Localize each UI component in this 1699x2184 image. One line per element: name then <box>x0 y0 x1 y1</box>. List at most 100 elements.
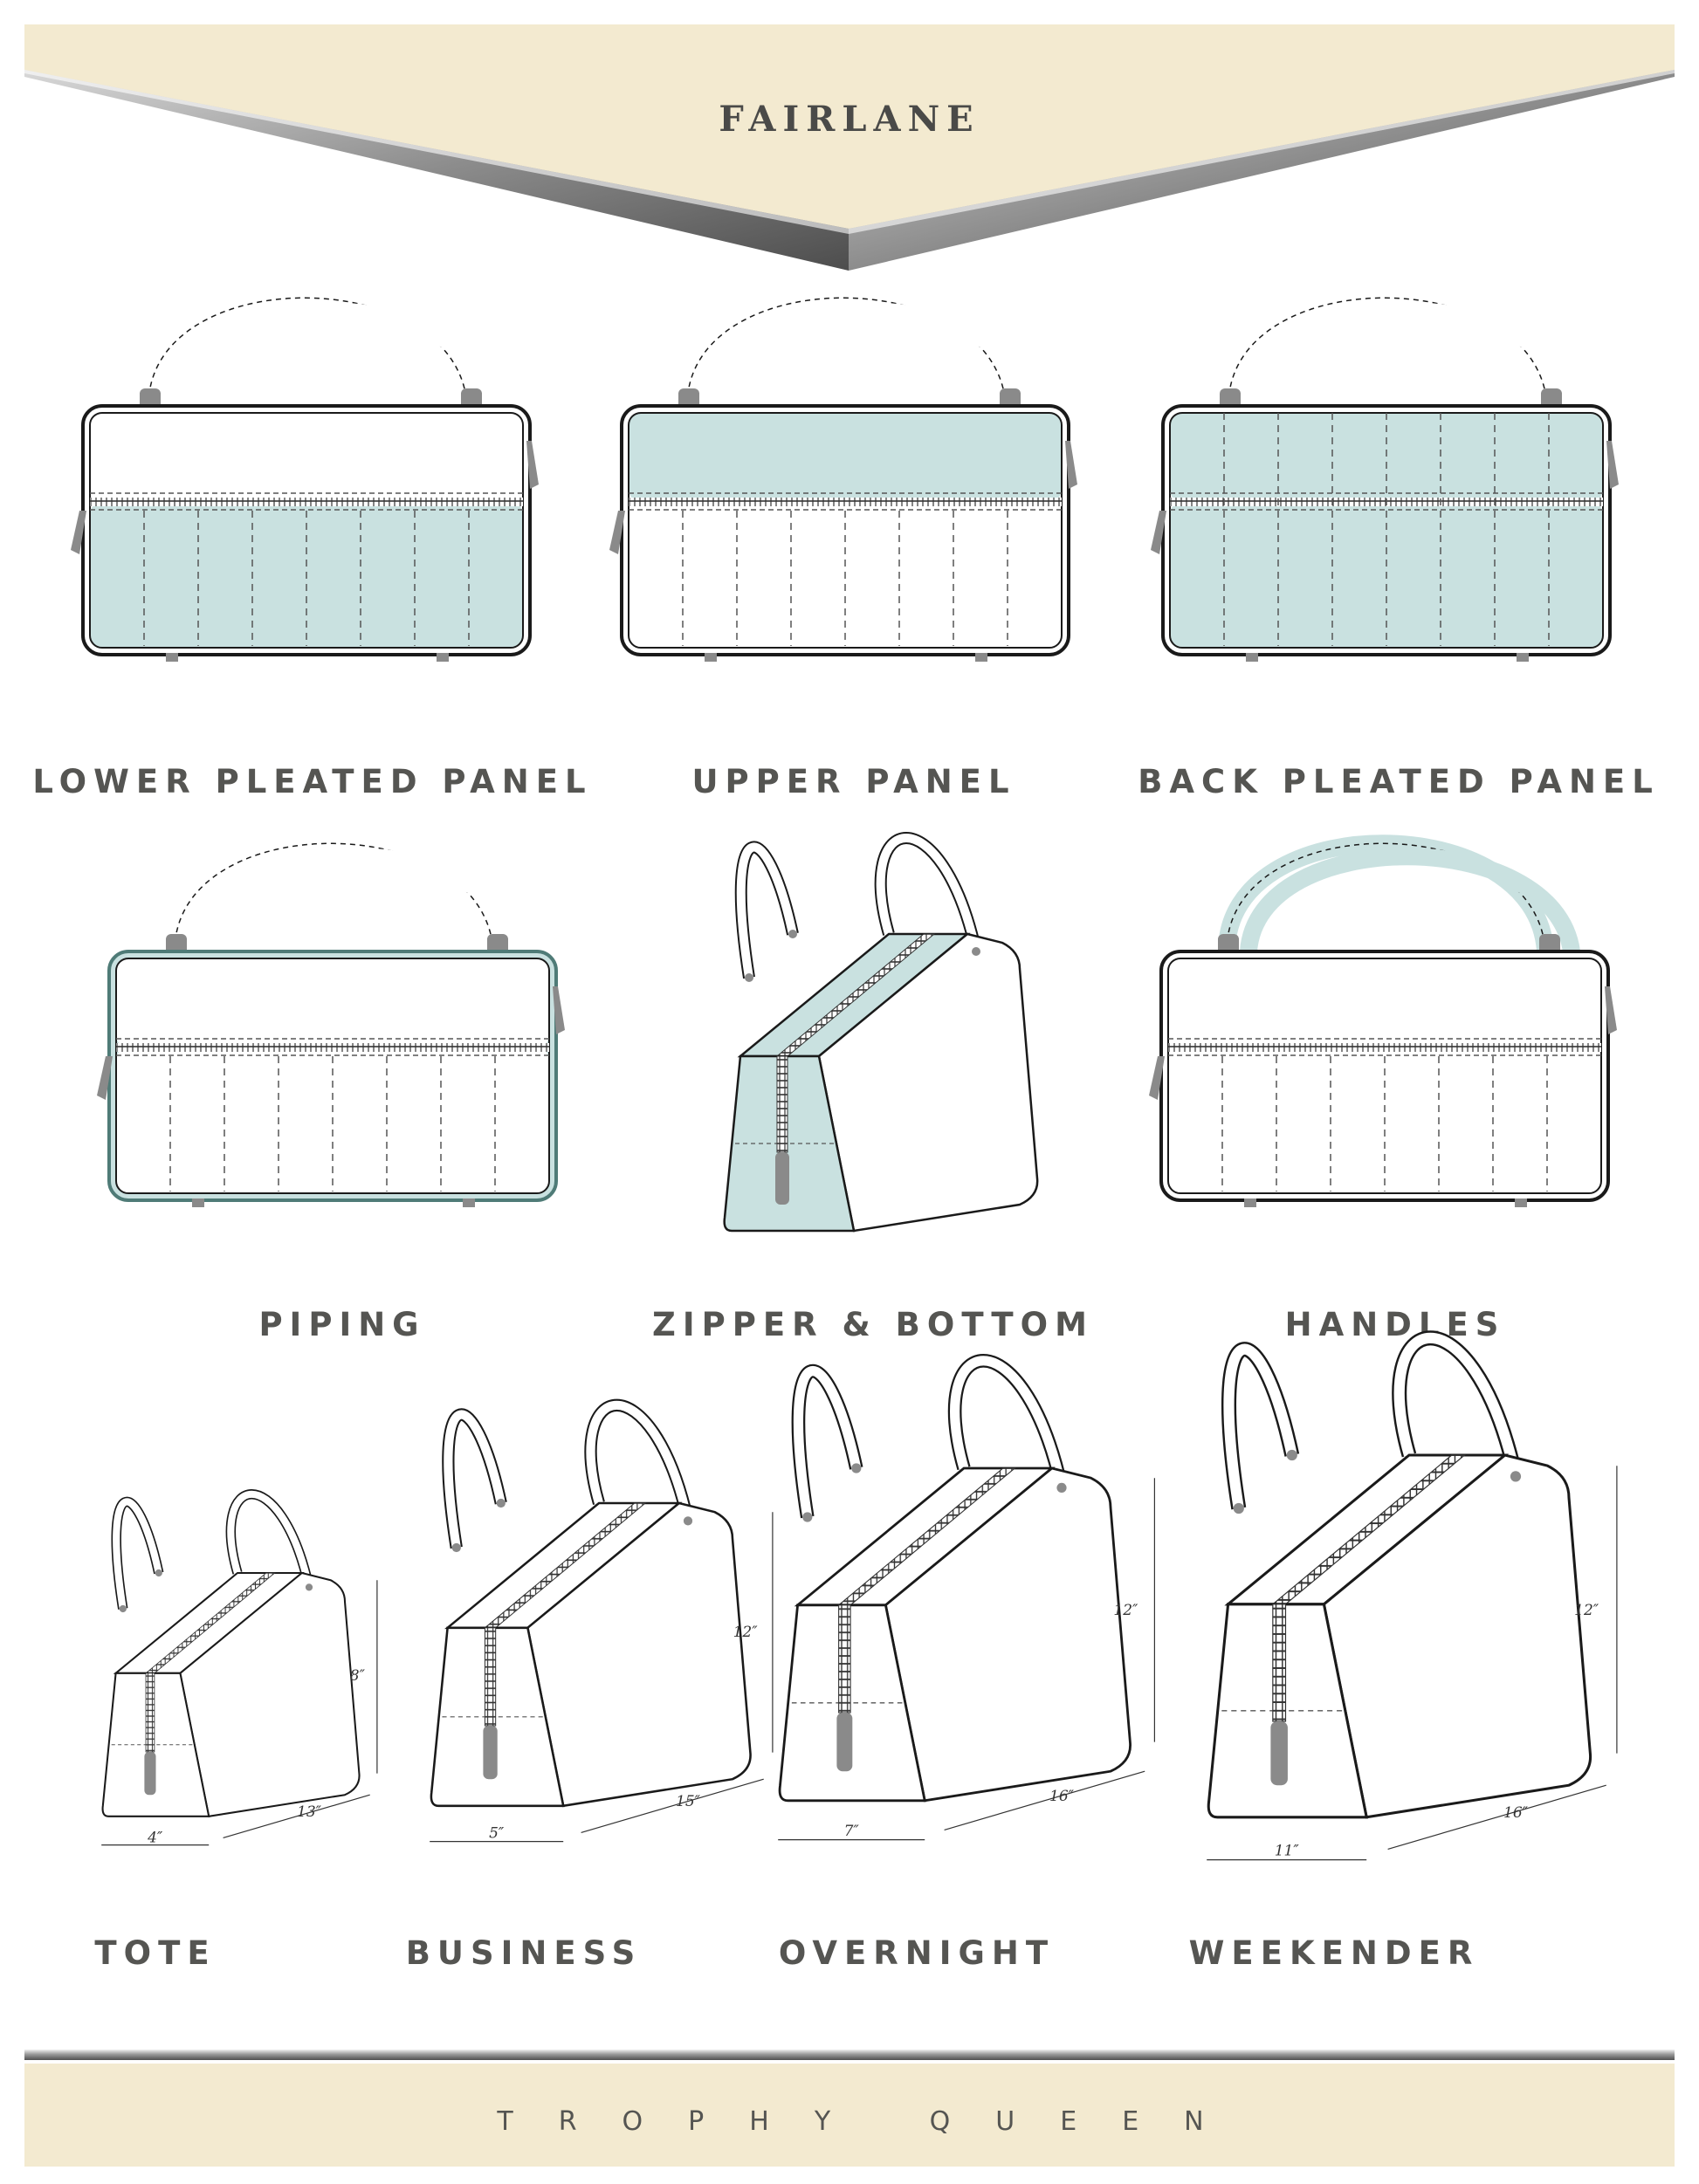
upper-panel <box>116 958 549 1047</box>
size-label-weekender: WEEKENDER <box>1189 1934 1480 1972</box>
d-ring <box>788 930 797 938</box>
zipper-pull <box>836 1713 853 1772</box>
bag-perspective-view <box>778 1354 1132 1803</box>
zipper-pull <box>1605 986 1617 1034</box>
end-panel <box>101 1672 210 1817</box>
d-ring <box>1286 1449 1297 1461</box>
zipper-pull <box>97 1056 113 1100</box>
end-panel <box>723 1054 856 1233</box>
zipper-teeth <box>484 1627 497 1727</box>
zipper-pull <box>1606 441 1619 489</box>
panel-label-handles: HANDLES <box>1285 1306 1506 1343</box>
zipper-teeth <box>629 498 1062 506</box>
handle-strap <box>586 1400 692 1522</box>
bag-foot <box>192 1198 204 1207</box>
side-panel <box>526 1501 752 1808</box>
zipper-teeth <box>145 1672 155 1753</box>
length-dimension-line <box>944 1770 1145 1830</box>
height-dimension: 12″ <box>1574 1602 1599 1619</box>
bag-perspective-view <box>430 1398 752 1808</box>
width-dimension: 4″ <box>147 1829 163 1846</box>
handle-strap <box>113 1498 162 1610</box>
panel-label-zipper-bottom: ZIPPER & BOTTOM <box>652 1306 1094 1343</box>
handle-strap <box>444 1410 506 1549</box>
bag-foot <box>975 653 987 662</box>
size-label-tote: TOTE <box>94 1934 216 1972</box>
zipper-pull <box>144 1752 156 1796</box>
d-ring <box>305 1583 313 1591</box>
length-dimension: 16″ <box>1503 1804 1529 1822</box>
size-label-overnight: OVERNIGHT <box>779 1934 1055 1972</box>
height-dimension: 12″ <box>733 1624 759 1641</box>
bag-perspective-view <box>101 1489 361 1817</box>
d-ring <box>745 973 753 982</box>
height-dimension: 8″ <box>350 1667 366 1685</box>
end-panel <box>430 1626 565 1808</box>
zipper-pull <box>71 511 86 554</box>
panel-diagrams <box>71 289 1619 1233</box>
d-ring <box>802 1512 813 1522</box>
zipper-teeth <box>1168 1043 1601 1052</box>
zipper-pull <box>1065 441 1077 489</box>
bag-body-inner <box>89 412 524 649</box>
handle-strap <box>162 302 502 408</box>
d-ring <box>1510 1471 1522 1482</box>
handle-strap <box>227 1490 313 1589</box>
handle-strap <box>188 848 528 953</box>
zipper-pull <box>483 1726 498 1780</box>
side-panel <box>179 1571 361 1817</box>
footer-banner: TROPHY QUEEN <box>24 2050 1675 2167</box>
zipper-teeth <box>1272 1604 1287 1722</box>
bag-foot <box>1517 653 1529 662</box>
zipper-pull <box>1151 511 1166 554</box>
width-dimension: 7″ <box>844 1823 860 1840</box>
zipper-teeth <box>776 1055 788 1153</box>
zipper-pull <box>553 986 565 1034</box>
bag-foot <box>1515 1198 1527 1207</box>
zipper-pull <box>1270 1721 1288 1786</box>
bag-body-inner <box>115 958 550 1194</box>
d-ring <box>1233 1502 1244 1514</box>
panel-label-back-pleated: BACK PLEATED PANEL <box>1138 763 1660 800</box>
d-ring <box>119 1604 127 1613</box>
d-ring <box>851 1463 862 1473</box>
panel-label-piping: PIPING <box>258 1306 425 1343</box>
handle-strap <box>1393 1332 1521 1478</box>
handle-stitch <box>1226 842 1546 952</box>
d-ring <box>496 1498 506 1508</box>
page-title: FAIRLANE <box>719 99 980 140</box>
side-panel <box>817 932 1039 1233</box>
length-dimension-line <box>223 1794 370 1838</box>
length-dimension: 15″ <box>676 1793 701 1810</box>
handle-stitch <box>174 842 494 952</box>
bag-body-inner <box>1167 958 1602 1194</box>
bag-front-view <box>1151 289 1619 662</box>
end-panel <box>1207 1603 1369 1819</box>
zipper-pull <box>609 511 625 554</box>
upper-panel <box>90 413 523 502</box>
size-label-business: BUSINESS <box>406 1934 643 1972</box>
zipper-teeth <box>116 1043 549 1052</box>
panel-label-lower-pleated: LOWER PLEATED PANEL <box>32 763 592 800</box>
d-ring <box>972 947 980 956</box>
upper-panel <box>629 413 1062 502</box>
handle-strap <box>793 1366 862 1518</box>
bag-foot <box>1246 653 1258 662</box>
side-panel <box>884 1466 1132 1803</box>
d-ring <box>451 1542 461 1553</box>
width-dimension: 11″ <box>1275 1843 1300 1860</box>
height-dimension: 12″ <box>1113 1602 1138 1619</box>
handle-stitch <box>1228 297 1548 407</box>
bag-foot <box>463 1198 475 1207</box>
length-dimension-line <box>581 1778 764 1833</box>
upper-panel <box>1168 958 1601 1047</box>
bag-foot <box>166 653 178 662</box>
bag-perspective-view <box>723 832 1039 1233</box>
zipper-pull <box>775 1152 789 1205</box>
handle-strap <box>876 834 980 953</box>
handle-strap <box>1242 302 1582 408</box>
length-dimension: 16″ <box>1049 1788 1075 1805</box>
bag-front-view <box>71 289 539 662</box>
length-dimension: 13″ <box>297 1803 322 1821</box>
